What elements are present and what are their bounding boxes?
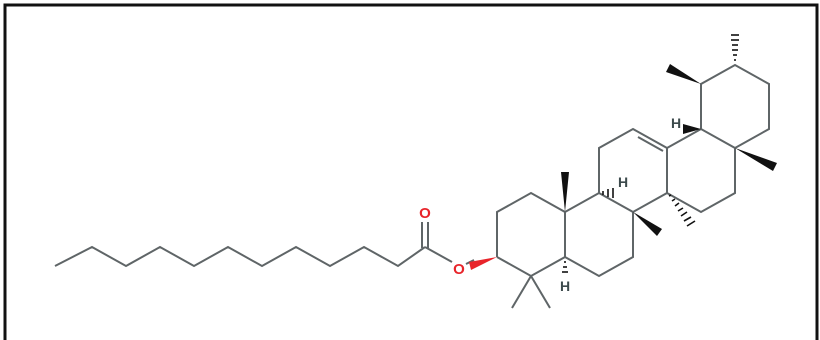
c4-methyl-right [530,275,551,309]
c14-methyl-hash [668,194,696,227]
c18-hydrogen-label: H [671,115,681,131]
carbonyl-oxygen-label: O [419,205,431,222]
c10-methyl-wedge [561,172,569,212]
c3-wedge-bond [469,257,497,270]
fatty-acid-chain [54,245,426,268]
ring-d [666,127,736,214]
ring-a [496,191,566,278]
ring-b [564,191,634,278]
c4-methyl-left [511,275,532,309]
c9-hydrogen-hash [602,188,614,198]
c18-hydrogen-wedge [683,124,701,134]
c17-methyl-wedge [735,148,777,171]
c5-hydrogen-label: H [560,278,570,294]
diagram-frame [3,3,819,340]
c9-hydrogen-label: H [618,174,628,190]
ester-bond-left [424,246,453,263]
c19-methyl-wedge [666,64,701,84]
ring-c [598,127,668,213]
c20-methyl-hash [731,34,739,61]
ring-c-double-bond [637,136,664,152]
c8-methyl-wedge [633,212,662,236]
ring-e [700,63,770,149]
c5-hydrogen-hash [562,261,568,273]
ester-oxygen-label: O [453,261,465,278]
